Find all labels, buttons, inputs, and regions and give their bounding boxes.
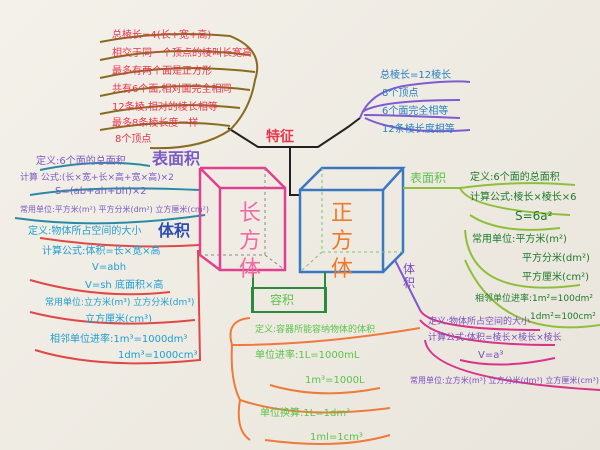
cube-volume-label: 体积: [403, 262, 416, 290]
list-item: V=sh 底面积×高: [85, 280, 164, 291]
list-item: V=abh: [92, 262, 127, 273]
list-item: S=6a²: [515, 209, 553, 223]
list-item: 常用单位:平方米(m²): [472, 234, 567, 245]
cuboid-volume-label: 体积: [158, 221, 191, 240]
list-item: V=a³: [478, 350, 504, 361]
list-item: 共有6个面,相对面完全相同: [112, 84, 232, 95]
list-item: 12条棱长度相等: [382, 124, 455, 135]
list-item: 计算公式:棱长×棱长×6: [470, 192, 577, 203]
list-item: 常用单位:立方米(m³) 立方分米(dm³): [45, 298, 195, 308]
list-item: 计算公式:体积=长×宽×高: [42, 246, 161, 257]
cuboid-title: 长方体: [238, 201, 261, 282]
list-item: S=(ab+ah+bh)×2: [55, 186, 147, 197]
cube-surface-label: 表面积: [410, 171, 447, 185]
list-item: 平方厘米(cm²): [522, 272, 590, 283]
list-item: 定义:6个面的总面积: [36, 156, 126, 167]
list-item: 12条棱,相对的棱长相等: [112, 102, 218, 113]
feature-branch: [227, 117, 361, 148]
list-item: 定义:容器所能容纳物体的体积: [255, 325, 376, 335]
list-item: 总棱长=12棱长: [380, 70, 452, 81]
list-item: 单位进率:1L=1000mL: [255, 350, 360, 361]
list-item: 1ml=1cm³: [310, 432, 363, 443]
list-item: 定义:物体所占空间的大小: [28, 226, 142, 237]
list-item: 1dm³=1000cm³: [118, 350, 198, 361]
capacity-label: 容积: [270, 293, 295, 307]
list-item: 1dm²=100cm²: [530, 312, 596, 322]
list-item: 总棱长=4(长+宽+高): [112, 30, 212, 41]
list-item: 定义:6个面的总面积: [470, 172, 560, 183]
list-item: 最多有两个面是正方形: [112, 66, 212, 77]
list-item: 常用单位:平方米(m²) 平方分米(dm²) 立方厘米(cm²): [20, 205, 209, 214]
cube-title: 正方体: [330, 201, 353, 282]
list-item: 单位换算:1L=1dm³: [260, 408, 351, 419]
list-item: 立方厘米(cm³): [85, 314, 153, 325]
list-item: 计算公式:体积=棱长×棱长×棱长: [428, 333, 562, 343]
list-item: 1m³=1000L: [305, 375, 365, 386]
list-item: 相交于同一个顶点的棱叫长宽高: [112, 48, 252, 59]
list-item: 8个顶点: [115, 134, 152, 145]
list-item: 平方分米(dm²): [522, 253, 590, 264]
list-item: 常用单位:立方米(m³) 立方分米(dm³) 立方厘米(cm³): [410, 376, 599, 385]
list-item: 6个面完全相等: [382, 106, 449, 117]
list-item: 相邻单位进率:1m³=1000dm³: [50, 334, 188, 345]
cuboid-surface-label: 表面积: [152, 149, 201, 168]
list-item: 最多8条棱长度一样: [112, 118, 199, 129]
list-item: 定义:物体所占空间的大小: [428, 317, 531, 327]
list-item: 计算 公式:(长×宽+长×高+宽×高)×2: [20, 173, 174, 183]
list-item: 8个顶点: [382, 88, 419, 99]
features-label: 特征: [266, 129, 294, 145]
list-item: 相邻单位进率:1m²=100dm²: [475, 294, 593, 304]
